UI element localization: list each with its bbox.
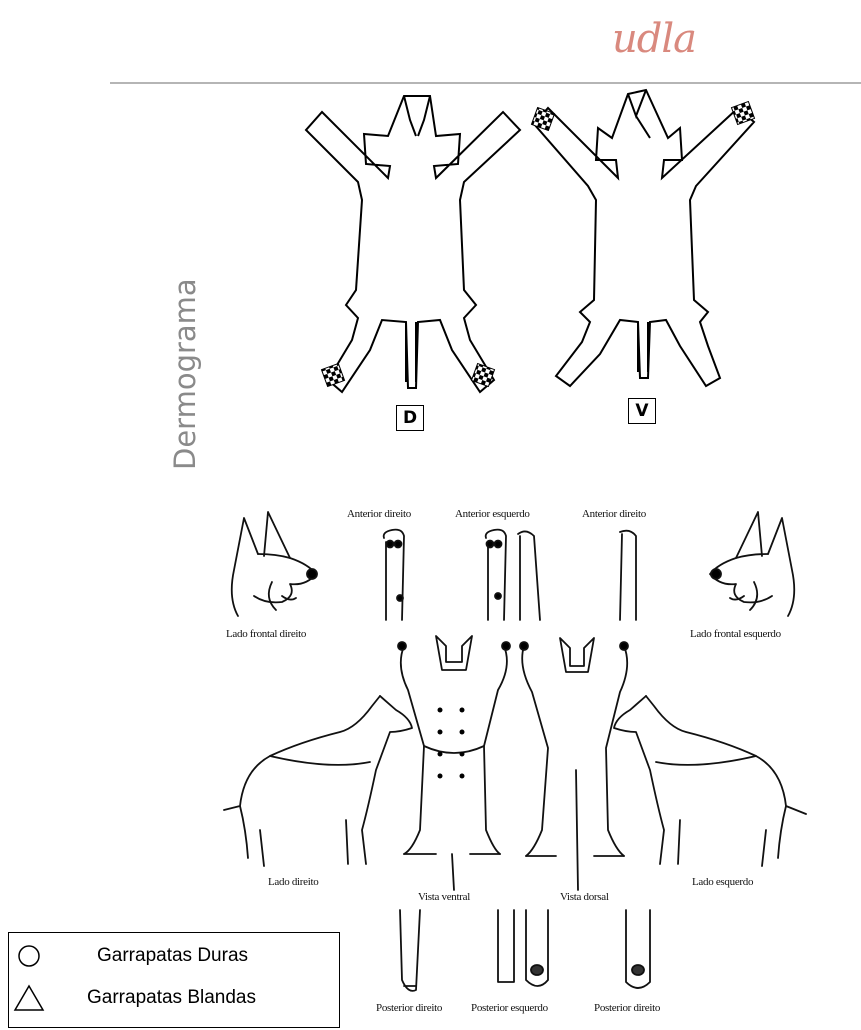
legend: Garrapatas Duras Garrapatas Blandas [8,932,340,1028]
front-paw-4 [620,531,636,620]
caption-vista-ventral: Vista ventral [418,891,470,903]
caption-lado-frontal-direito: Lado frontal direito [226,628,306,640]
caption-anterior-direito-2: Anterior direito [582,508,646,520]
legend-label-blandas: Garrapatas Blandas [87,983,256,1013]
dog-head-left-front [710,512,794,616]
legend-item-blandas: Garrapatas Blandas [9,983,339,1013]
caption-anterior-esquerdo: Anterior esquerdo [455,508,530,520]
ventral-label: V [628,398,656,424]
triangle-icon [13,983,47,1013]
ventral-view-dog [401,636,507,890]
dorsal-view-dog [522,638,627,890]
caption-vista-dorsal: Vista dorsal [560,891,609,903]
dog-profile-left-side [614,696,806,866]
caption-lado-direito: Lado direito [268,876,318,888]
caption-lado-frontal-esquerdo: Lado frontal esquerdo [690,628,781,640]
circle-icon [15,943,45,969]
dog-profile-right-side [224,696,412,866]
dorsal-hide-outline [306,96,520,392]
legend-item-duras: Garrapatas Duras [9,941,339,971]
dog-nose-left [711,569,721,579]
hind-paw-4 [626,910,650,988]
front-paw-3 [518,531,540,620]
caption-anterior-direito-1: Anterior direito [347,508,411,520]
dog-head-right-front [232,512,316,616]
caption-posterior-direito-1: Posterior direito [376,1002,442,1014]
dog-nose-right [307,569,317,579]
hide-diagrams [0,0,861,470]
hind-paw-2 [498,910,514,982]
caption-posterior-esquerdo: Posterior esquerdo [471,1002,548,1014]
dorsal-label: D [396,405,424,431]
legend-label-duras: Garrapatas Duras [97,941,248,971]
caption-lado-esquerdo: Lado esquerdo [692,876,753,888]
ventral-hide-outline [534,90,754,386]
caption-posterior-direito-2: Posterior direito [594,1002,660,1014]
ventral-nipple-dots [438,708,465,779]
hind-paw-1 [400,910,420,991]
